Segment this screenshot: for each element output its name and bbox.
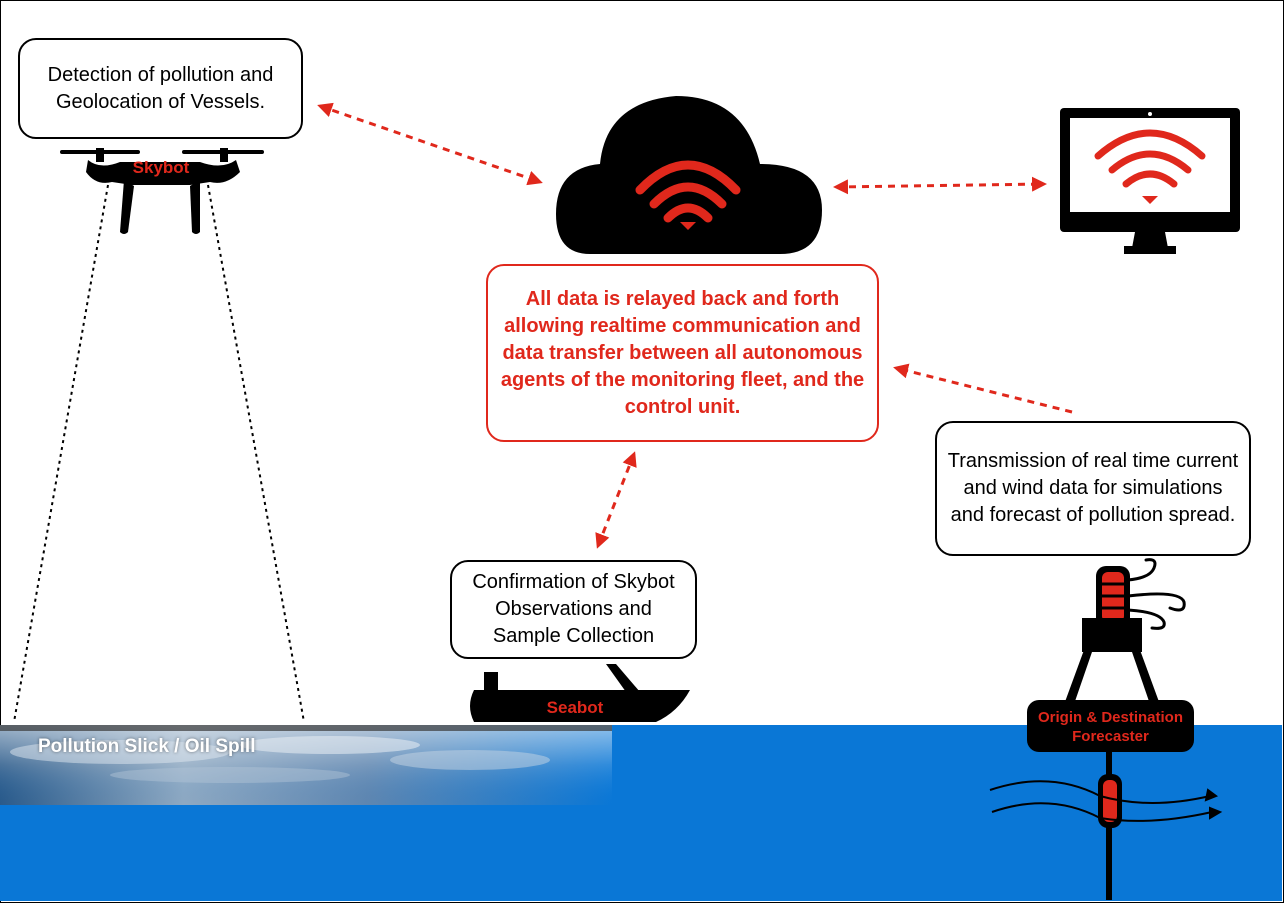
transmission-box: Transmission of real time current and wi… bbox=[935, 421, 1251, 556]
detection-box: Detection of pollution and Geolocation o… bbox=[18, 38, 303, 139]
monitor-wifi-icon bbox=[1060, 108, 1240, 254]
confirmation-text: Confirmation of Skybot Observations and … bbox=[472, 571, 675, 647]
arrow-cloud-monitor bbox=[833, 176, 1047, 195]
arrow-drone-cloud bbox=[317, 102, 543, 186]
boat-icon bbox=[470, 664, 690, 722]
drone-view-lines bbox=[13, 184, 305, 723]
cloud-wifi-icon bbox=[556, 96, 822, 254]
seabot-label: Seabot bbox=[546, 698, 604, 717]
relay-box: All data is relayed back and forth allow… bbox=[486, 264, 879, 442]
transmission-text: Transmission of real time current and wi… bbox=[947, 450, 1239, 526]
arrow-buoy-relay bbox=[893, 363, 1073, 414]
pollution-slick bbox=[0, 725, 612, 805]
wind-icon bbox=[1126, 558, 1186, 630]
arrow-relay-boat bbox=[595, 451, 637, 549]
slick-label: Pollution Slick / Oil Spill bbox=[38, 736, 256, 757]
data-link-arrows bbox=[317, 102, 1073, 549]
confirmation-box: Confirmation of Skybot Observations and … bbox=[450, 560, 697, 659]
drone-icon bbox=[60, 148, 264, 234]
detection-text: Detection of pollution and Geolocation o… bbox=[47, 63, 274, 113]
buoy-icon bbox=[1027, 566, 1194, 900]
skybot-label: Skybot bbox=[132, 158, 190, 177]
current-icon bbox=[989, 780, 1223, 822]
forecaster-label: Origin & Destination Forecaster bbox=[1037, 709, 1183, 745]
relay-text: All data is relayed back and forth allow… bbox=[500, 287, 865, 418]
